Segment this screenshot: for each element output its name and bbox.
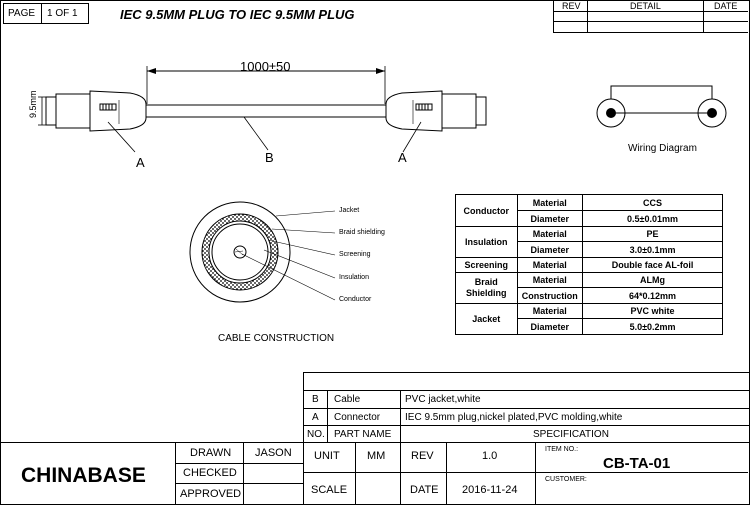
value-cell: 3.0±0.1mm (582, 241, 723, 258)
value-cell: Double face AL-foil (582, 257, 723, 273)
item-no-value: CB-TA-01 (603, 455, 671, 472)
date-label: DATE (410, 484, 439, 496)
wiring-diagram-symbol (596, 85, 727, 128)
value-cell: 64*0.12mm (582, 287, 723, 304)
revision-table: REV DETAIL DATE (553, 1, 748, 33)
rev-label: REV (411, 450, 434, 462)
drawn-value: JASON (255, 447, 292, 459)
company-name: CHINABASE (21, 464, 146, 487)
wiring-diagram-label: Wiring Diagram (628, 143, 697, 154)
part-spec-cable: PVC jacket,white (405, 394, 481, 405)
layer-label-jacket: Jacket (339, 207, 360, 214)
rev-value: 1.0 (482, 450, 498, 462)
layer-label-braid: Braid shielding (339, 229, 385, 236)
item-no-label: ITEM NO.: (545, 446, 579, 453)
cable-cross-section (189, 201, 291, 303)
prop-cell: Material (516, 194, 584, 211)
detail-col-header: DETAIL (630, 1, 661, 11)
date-col-header: DATE (714, 1, 738, 11)
group-screening: Screening (455, 257, 518, 273)
length-dimension-label: 1000±50 (240, 59, 291, 74)
prop-cell: Construction (516, 287, 584, 304)
value-cell: 5.0±0.2mm (582, 318, 723, 335)
page-label: PAGE (8, 8, 36, 19)
callout-a-left: A (136, 155, 145, 170)
value-cell: 0.5±0.01mm (582, 210, 723, 227)
left-plug (45, 90, 147, 132)
callout-b: B (265, 150, 274, 165)
layer-label-insulation: Insulation (339, 274, 369, 281)
prop-cell: Diameter (516, 210, 584, 227)
group-insulation: Insulation (455, 226, 518, 258)
drawn-label: DRAWN (190, 447, 232, 459)
approved-label: APPROVED (180, 488, 242, 500)
date-value: 2016-11-24 (462, 484, 518, 496)
prop-cell: Material (516, 303, 584, 319)
part-no-b: B (312, 394, 319, 405)
head-part-name: PART NAME (334, 429, 392, 440)
cable-construction-title: CABLE CONSTRUCTION (218, 333, 335, 344)
parts-list: B Cable PVC jacket,white A Connector IEC… (303, 372, 749, 443)
value-cell: PVC white (582, 303, 723, 319)
prop-cell: Material (516, 226, 584, 242)
head-specification: SPECIFICATION (533, 429, 609, 440)
cable-body (145, 104, 387, 118)
construction-table: Conductor Material CCS Diameter 0.5±0.01… (455, 194, 723, 335)
part-no-a: A (312, 412, 319, 423)
layer-label-screening: Screening (339, 251, 371, 258)
unit-value: MM (367, 450, 386, 462)
title-block: CHINABASE DRAWN JASON CHECKED APPROVED U… (0, 442, 748, 504)
right-plug (385, 90, 487, 132)
drawing-title: IEC 9.5MM PLUG TO IEC 9.5MM PLUG (120, 7, 355, 22)
value-cell: PE (582, 226, 723, 242)
part-spec-connector: IEC 9.5mm plug,nickel plated,PVC molding… (405, 412, 623, 423)
layer-label-conductor: Conductor (339, 296, 372, 303)
part-name-cable: Cable (334, 394, 361, 405)
head-no: NO. (307, 429, 325, 440)
prop-cell: Material (516, 257, 584, 273)
prop-cell: Material (516, 272, 584, 288)
callout-a-right: A (398, 150, 407, 165)
group-conductor: Conductor (455, 194, 518, 227)
scale-label: SCALE (311, 484, 348, 496)
prop-cell: Diameter (516, 241, 584, 258)
customer-label: CUSTOMER: (545, 476, 587, 483)
page-value: 1 OF 1 (47, 8, 78, 19)
diameter-dimension-label: 9.5mm (28, 90, 38, 118)
group-braid-shielding: Braid Shielding (455, 272, 518, 304)
group-jacket: Jacket (455, 303, 518, 335)
value-cell: CCS (582, 194, 723, 211)
value-cell: ALMg (582, 272, 723, 288)
unit-label: UNIT (314, 450, 340, 462)
page-box: PAGE 1 OF 1 (3, 3, 89, 24)
rev-col-header: REV (562, 1, 581, 11)
checked-label: CHECKED (183, 467, 237, 479)
part-name-connector: Connector (334, 412, 381, 423)
prop-cell: Diameter (516, 318, 584, 335)
